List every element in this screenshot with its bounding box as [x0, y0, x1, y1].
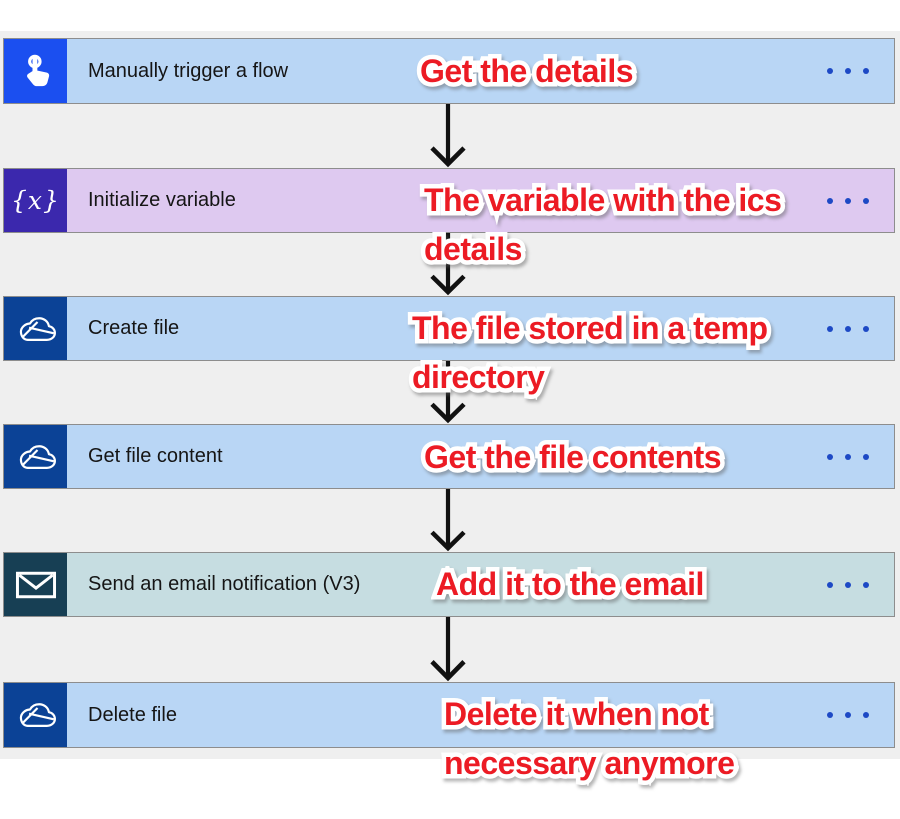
more-options-button[interactable]	[827, 169, 894, 232]
annotation-line: Add it to the email	[436, 560, 704, 609]
ellipsis-menu-icon	[863, 581, 869, 588]
down-arrow-connector	[426, 617, 470, 682]
down-arrow-connector	[426, 489, 470, 552]
ellipsis-menu-icon	[827, 197, 833, 204]
annotation-temp-file: The file stored in a temp directory	[412, 304, 768, 402]
annotation-get-details: Get the details	[420, 47, 634, 96]
onedrive-cloud-icon	[4, 297, 67, 360]
step-title: Initialize variable	[88, 189, 236, 211]
ellipsis-menu-icon	[845, 712, 851, 718]
variable-braces-glyph: {x}	[11, 186, 60, 215]
more-options-button[interactable]	[827, 297, 894, 360]
more-options-button[interactable]	[827, 39, 894, 103]
annotation-line: directory	[412, 353, 768, 402]
annotation-variable-ics: The variable with the ics details	[424, 176, 782, 274]
variable-braces-icon: {x}	[4, 169, 67, 232]
step-title: Delete file	[88, 703, 177, 726]
ellipsis-menu-icon	[845, 453, 851, 460]
ellipsis-menu-icon	[845, 581, 851, 588]
annotation-line: Delete it when not	[444, 690, 734, 739]
ellipsis-menu-icon	[827, 453, 833, 460]
annotation-line: Get the file contents	[424, 433, 722, 482]
ellipsis-menu-icon	[827, 581, 833, 588]
step-title: Manually trigger a flow	[88, 59, 289, 82]
annotation-delete-file: Delete it when not necessary anymore	[444, 690, 735, 788]
more-options-button[interactable]	[827, 683, 894, 747]
ellipsis-menu-icon	[863, 453, 869, 460]
annotation-line: The variable with the ics	[424, 176, 782, 225]
down-arrow-connector	[426, 104, 470, 168]
onedrive-cloud-icon	[4, 425, 67, 488]
annotation-file-contents: Get the file contents	[424, 433, 722, 482]
ellipsis-menu-icon	[827, 712, 833, 718]
ellipsis-menu-icon	[863, 197, 869, 204]
email-envelope-icon	[4, 553, 67, 616]
ellipsis-menu-icon	[827, 325, 833, 332]
manual-trigger-hand-icon	[4, 39, 67, 103]
step-title: Send an email notification (V3)	[88, 573, 361, 595]
ellipsis-menu-icon	[827, 68, 833, 74]
annotation-line: details	[424, 225, 781, 274]
more-options-button[interactable]	[827, 553, 894, 616]
ellipsis-menu-icon	[863, 325, 869, 332]
annotation-line: The file stored in a temp	[412, 304, 768, 353]
ellipsis-menu-icon	[845, 68, 851, 74]
step-title: Create file	[88, 317, 180, 339]
ellipsis-menu-icon	[863, 712, 869, 718]
more-options-button[interactable]	[827, 425, 894, 488]
ellipsis-menu-icon	[845, 325, 851, 332]
annotation-line: Get the details	[420, 47, 634, 96]
annotation-line: necessary anymore	[444, 739, 735, 788]
ellipsis-menu-icon	[863, 68, 869, 74]
step-title: Get file content	[88, 445, 223, 467]
annotation-add-to-email: Add it to the email	[436, 560, 704, 609]
onedrive-cloud-icon	[4, 683, 67, 747]
ellipsis-menu-icon	[845, 197, 851, 204]
